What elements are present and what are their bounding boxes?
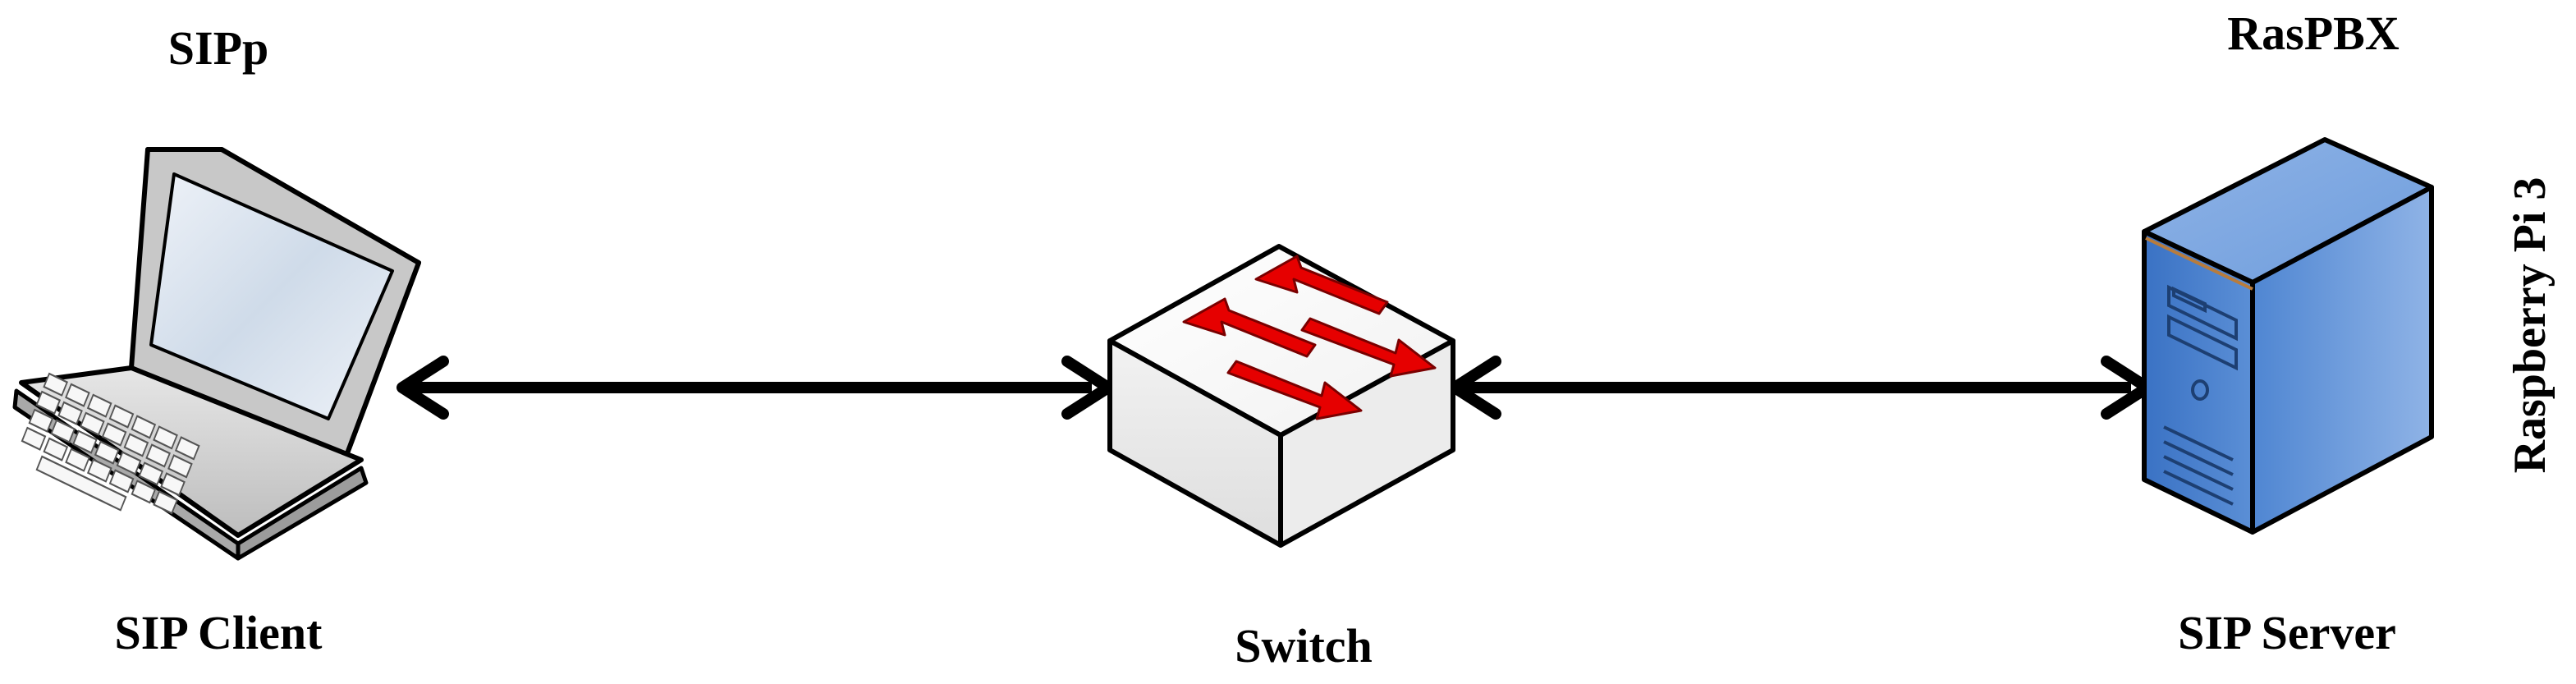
switch-label: Switch bbox=[1235, 619, 1373, 673]
client-top-label: SIPp bbox=[168, 21, 269, 75]
server-side-label: Raspberry Pi 3 bbox=[2505, 177, 2555, 474]
network-switch-icon bbox=[1107, 244, 1455, 548]
link-switch-server bbox=[1449, 356, 2153, 420]
server-top-label: RasPBX bbox=[2227, 7, 2400, 60]
link-client-switch bbox=[396, 356, 1114, 420]
server-bottom-label: SIP Server bbox=[2178, 606, 2396, 659]
tower-server-icon bbox=[2142, 137, 2434, 535]
laptop-icon bbox=[12, 147, 421, 561]
client-bottom-label: SIP Client bbox=[115, 606, 323, 659]
